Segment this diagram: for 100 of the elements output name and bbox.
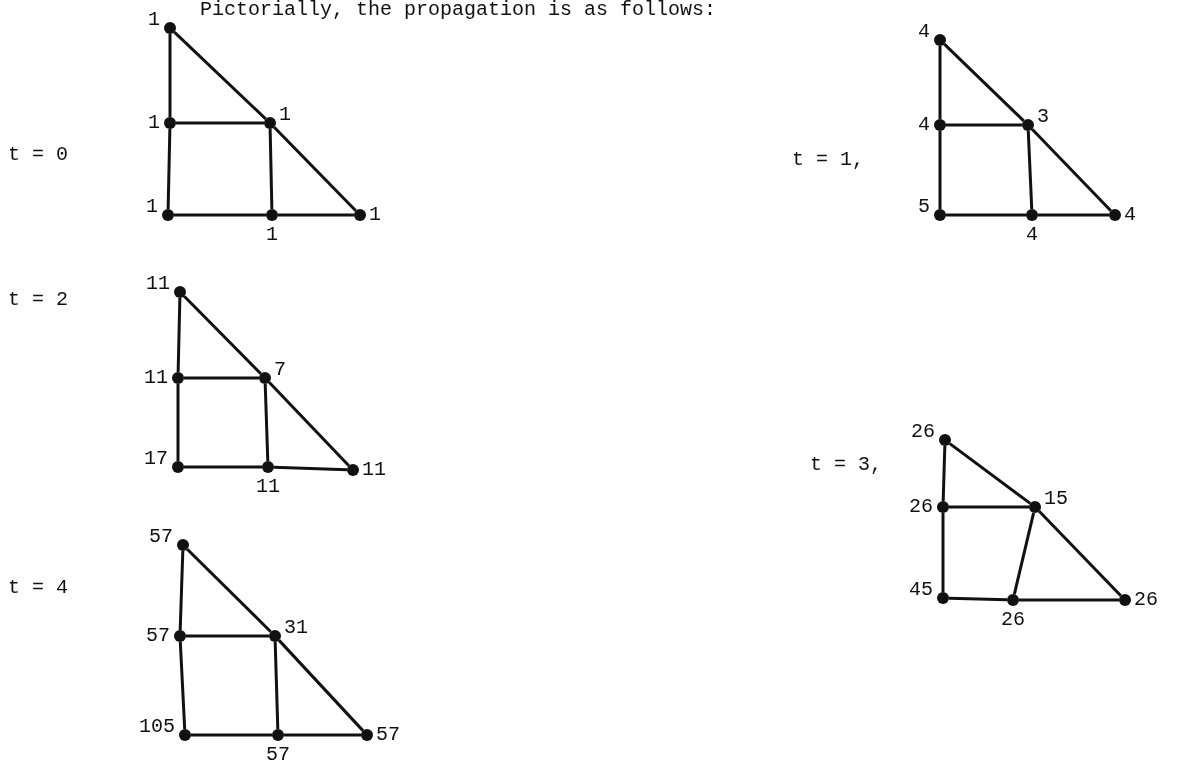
graph-edge <box>184 376 259 380</box>
vertex-dot <box>937 592 949 604</box>
vertex-value: 26 <box>1134 590 1158 610</box>
vertex-value: 4 <box>918 22 930 42</box>
vertex-value: 57 <box>266 745 290 765</box>
vertex-dot <box>1029 501 1041 513</box>
vertex-value: 1 <box>146 197 158 217</box>
vertex-value: 1 <box>266 225 278 245</box>
graph-edge <box>948 596 1008 602</box>
vertex-value: 26 <box>909 497 933 517</box>
graph-edge <box>176 384 180 461</box>
vertex-dot <box>164 22 176 34</box>
vertex-value: 45 <box>909 580 933 600</box>
vertex-dot <box>354 209 366 221</box>
vertex-dot <box>347 464 359 476</box>
graph-edge <box>174 213 266 217</box>
vertex-dot <box>179 729 191 741</box>
vertex-dot <box>1026 209 1038 221</box>
graph-edge <box>191 733 272 737</box>
graph-edge <box>941 513 945 592</box>
vertex-dot <box>937 501 949 513</box>
vertex-value: 31 <box>284 618 308 638</box>
graph-edge <box>949 505 1029 509</box>
vertex-value: 11 <box>362 460 386 480</box>
vertex-dot <box>272 729 284 741</box>
vertex-dot <box>269 630 281 642</box>
graph-edge <box>273 641 280 730</box>
vertex-value: 15 <box>1044 489 1068 509</box>
vertex-value: 1 <box>279 105 291 125</box>
graph-edge <box>268 381 350 467</box>
graph-edge <box>1019 598 1119 602</box>
vertex-value: 1 <box>369 205 381 225</box>
graph-edge <box>946 213 1026 217</box>
vertex-value: 105 <box>139 717 175 737</box>
vertex-value: 11 <box>144 368 168 388</box>
graph-edge <box>948 442 1032 505</box>
graph-edge <box>186 634 269 638</box>
vertex-value: 4 <box>1124 205 1136 225</box>
vertex-value: 26 <box>1001 610 1025 630</box>
time-step-label: t = 0 <box>8 145 68 165</box>
vertex-value: 11 <box>256 477 280 497</box>
graph-edge <box>183 295 262 375</box>
vertex-value: 26 <box>911 422 935 442</box>
vertex-value: 1 <box>148 10 160 30</box>
graph-edge <box>278 213 354 217</box>
vertex-value: 17 <box>144 449 168 469</box>
graph-edge <box>268 128 274 210</box>
vertex-value: 7 <box>274 360 286 380</box>
vertex-value: 5 <box>918 197 930 217</box>
vertex-dot <box>1109 209 1121 221</box>
graph-edge <box>176 121 264 125</box>
vertex-dot <box>259 372 271 384</box>
vertex-dot <box>164 117 176 129</box>
heading-text: Pictorially, the propagation is as follows: <box>200 0 717 20</box>
vertex-dot <box>174 630 186 642</box>
time-step-label: t = 4 <box>8 578 68 598</box>
vertex-value: 4 <box>918 115 930 135</box>
vertex-dot <box>934 119 946 131</box>
graph-edge <box>941 445 947 502</box>
graph-edge <box>263 383 270 462</box>
time-step-label: t = 2 <box>8 290 68 310</box>
vertex-dot <box>1119 594 1131 606</box>
graph-edge <box>168 34 172 117</box>
time-step-label: t = 3, <box>810 455 882 475</box>
vertex-dot <box>262 461 274 473</box>
vertex-value: 1 <box>148 113 160 133</box>
graph-edge <box>938 46 942 119</box>
graph-edge <box>1038 213 1109 217</box>
graph-edge <box>184 465 262 469</box>
vertex-dot <box>172 372 184 384</box>
vertex-dot <box>177 539 189 551</box>
vertex-dot <box>361 729 373 741</box>
graph-edge <box>1012 512 1036 595</box>
graph-edge <box>1031 128 1112 212</box>
vertex-dot <box>174 286 186 298</box>
vertex-dot <box>1022 119 1034 131</box>
graph-edge <box>178 550 185 631</box>
graph-edge <box>173 31 267 120</box>
graph-edge <box>946 123 1022 127</box>
vertex-value: 57 <box>376 725 400 745</box>
graph-edge <box>186 548 272 633</box>
vertex-dot <box>1007 594 1019 606</box>
vertex-dot <box>266 209 278 221</box>
vertex-dot <box>934 34 946 46</box>
vertex-dot <box>264 117 276 129</box>
graph-edge <box>1026 130 1034 210</box>
vertex-value: 4 <box>1026 225 1038 245</box>
vertex-dot <box>939 434 951 446</box>
graph-edge <box>176 297 182 373</box>
graph-edge <box>273 465 348 472</box>
graph-edge <box>1038 510 1122 597</box>
vertex-value: 57 <box>146 626 170 646</box>
vertex-dot <box>172 461 184 473</box>
vertex-dot <box>162 209 174 221</box>
vertex-value: 11 <box>146 274 170 294</box>
graph-edge <box>273 126 357 212</box>
graph-edge <box>278 639 364 732</box>
graph-edge <box>178 641 187 730</box>
vertex-value: 3 <box>1037 107 1049 127</box>
graph-edge <box>166 128 172 210</box>
